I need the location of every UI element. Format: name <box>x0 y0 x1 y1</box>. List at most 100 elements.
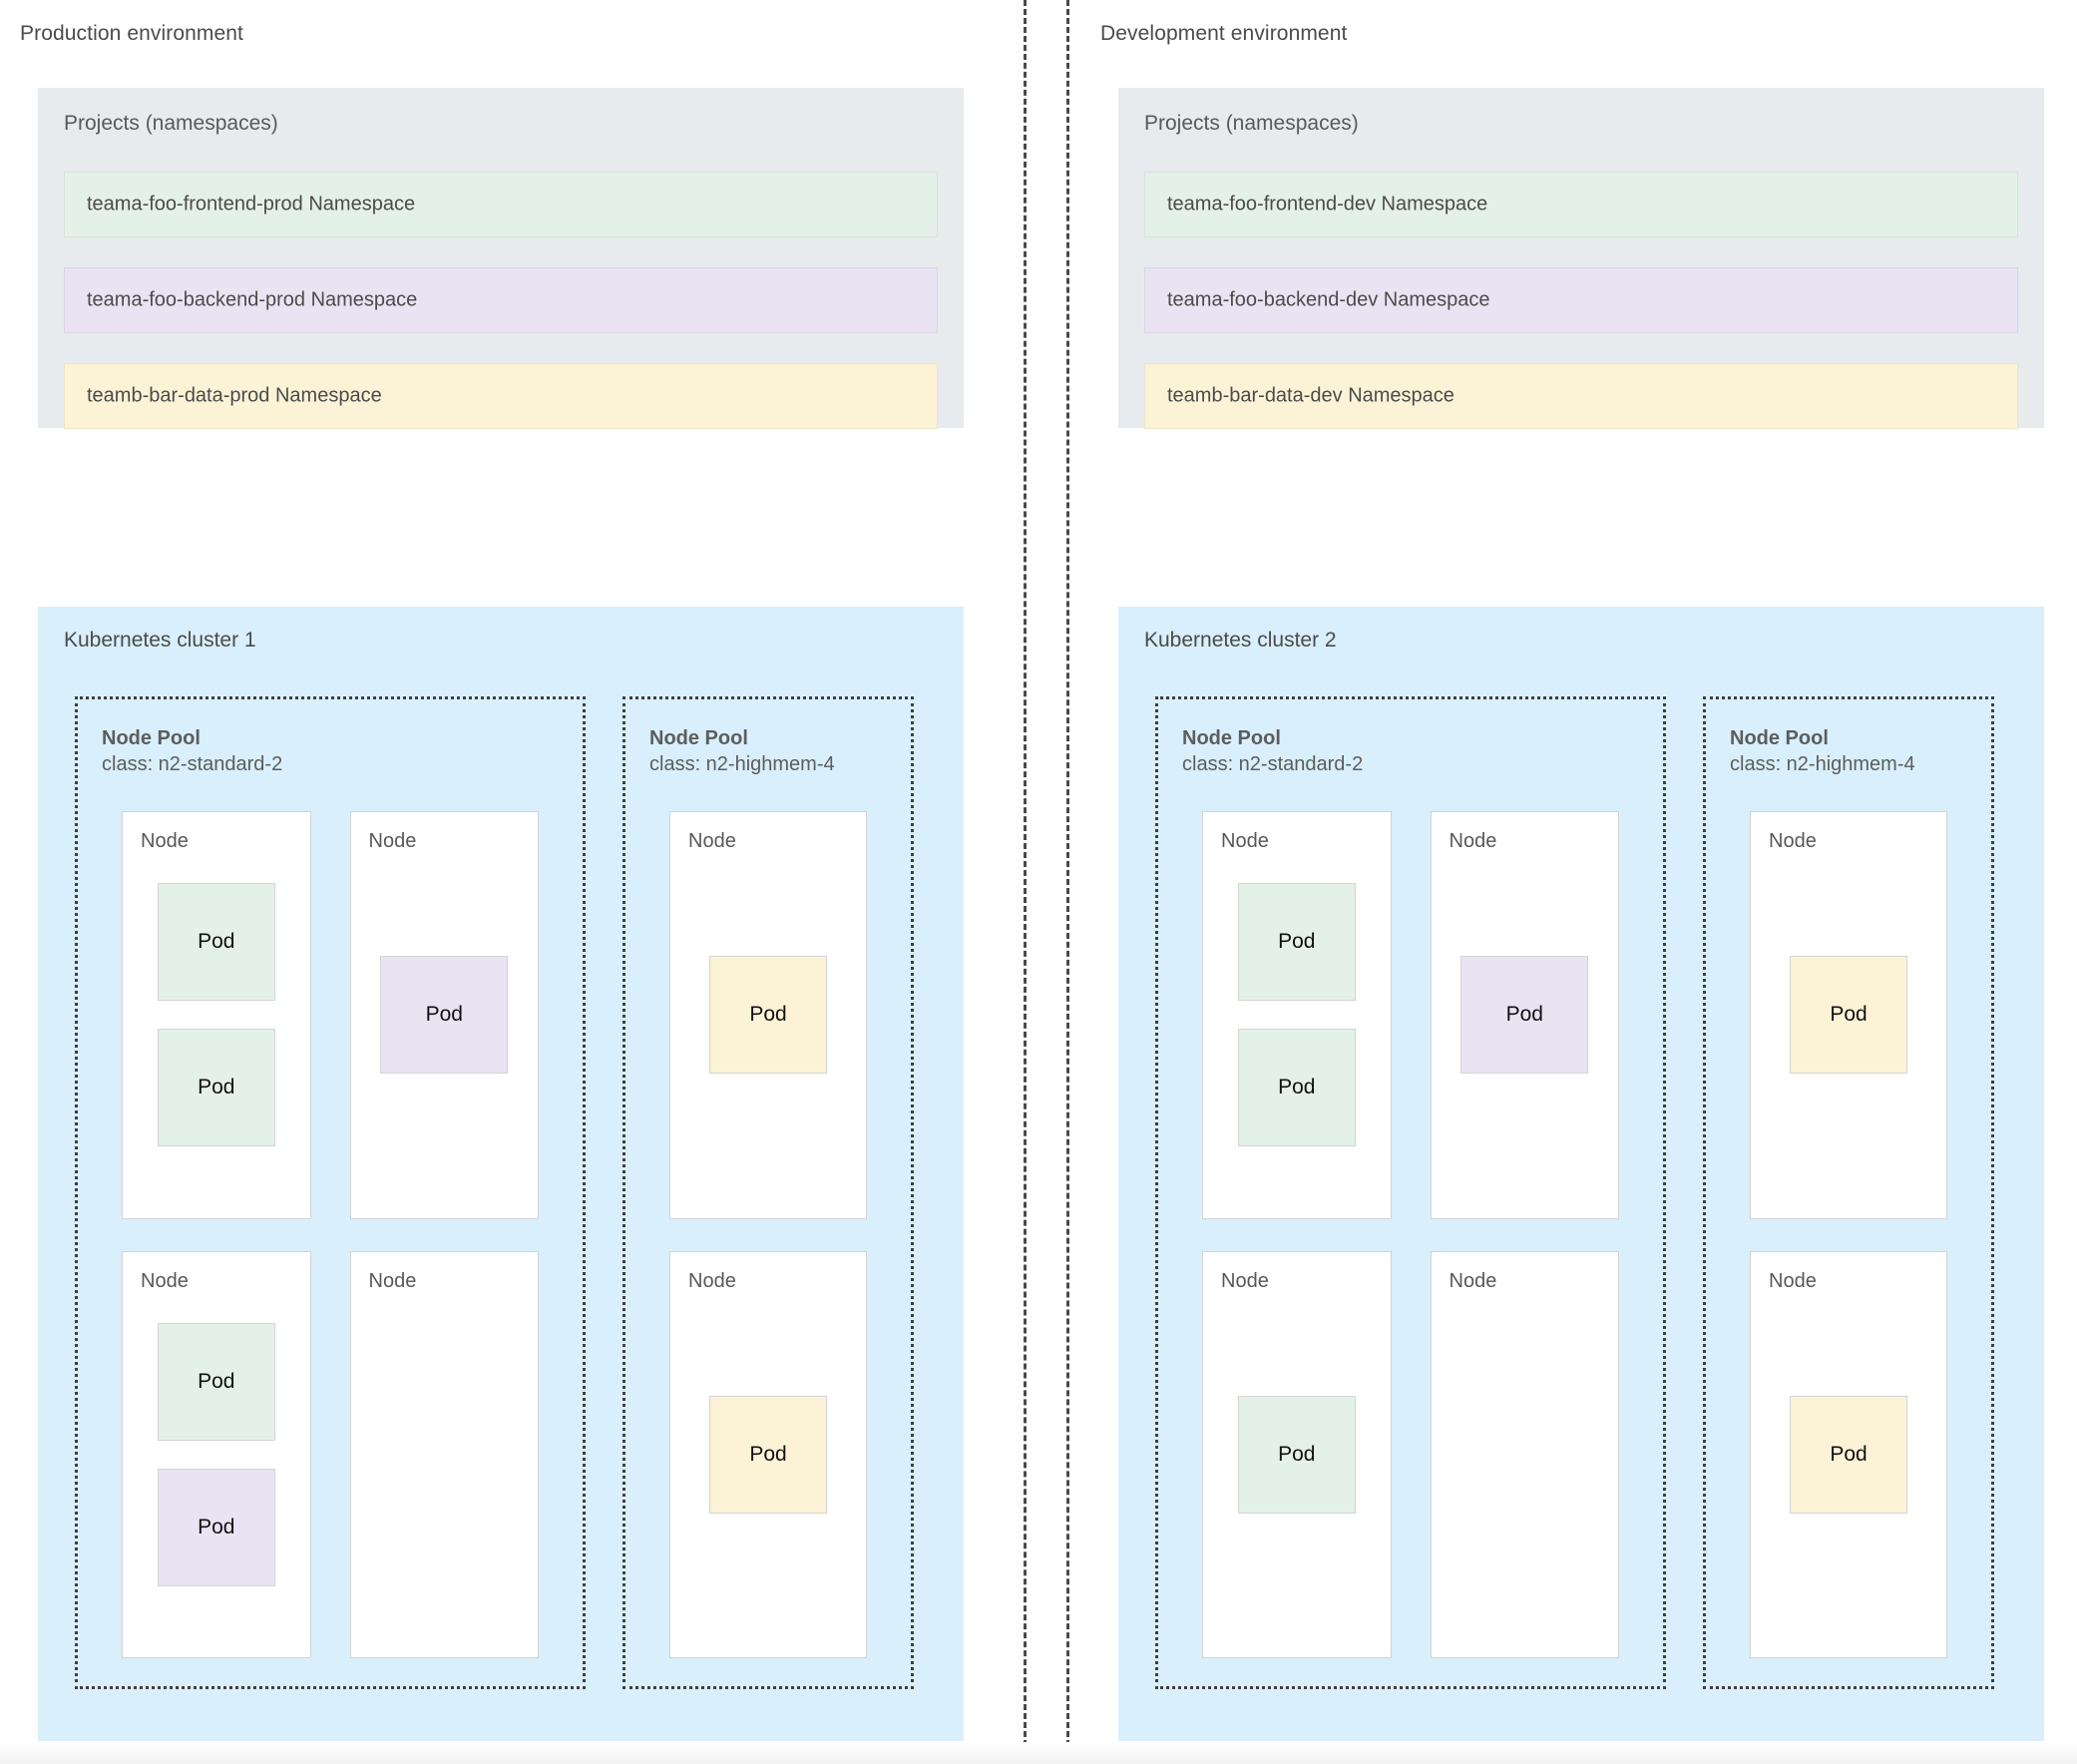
node-row: Node Pod Pod Node Pod <box>122 811 539 1219</box>
node-box[interactable]: Node Pod Pod <box>122 1250 311 1658</box>
pod[interactable]: Pod <box>157 1322 275 1441</box>
namespace-label: teamb-bar-data-dev Namespace <box>1167 384 1454 407</box>
pod[interactable]: Pod <box>157 1468 275 1586</box>
node-row: Node Pod Pod Node Pod <box>1202 811 1619 1219</box>
pod[interactable]: Pod <box>380 956 509 1075</box>
namespace-box[interactable]: teama-foo-frontend-dev Namespace <box>1144 172 2018 237</box>
environment-title: Development environment <box>1100 22 1348 45</box>
node-pool-header: Node Pool class: n2-highmem-4 <box>1730 725 1915 777</box>
node-grid: Node Pod Pod Node Pod <box>1202 811 1619 1658</box>
namespace-box[interactable]: teama-foo-backend-dev Namespace <box>1144 267 2018 333</box>
pod-stack <box>351 1252 539 1658</box>
environment-divider-line-right <box>1066 0 1069 1764</box>
node-grid: Node Pod Node Pod <box>669 811 867 1658</box>
pod[interactable]: Pod <box>1790 956 1907 1075</box>
namespace-box[interactable]: teamb-bar-data-prod Namespace <box>64 363 938 429</box>
pod[interactable]: Pod <box>1460 956 1589 1075</box>
pod[interactable]: Pod <box>1237 1395 1356 1514</box>
node-pool-header: Node Pool class: n2-standard-2 <box>1182 725 1363 777</box>
node-pool-class: class: n2-highmem-4 <box>649 753 835 775</box>
pod[interactable]: Pod <box>709 1395 827 1514</box>
namespace-box[interactable]: teama-foo-backend-prod Namespace <box>64 267 938 333</box>
node-pool-container: Node Pool class: n2-standard-2 Node Pod … <box>1155 696 2021 1689</box>
node-label: Node <box>368 1269 417 1292</box>
node-label: Node <box>368 830 417 852</box>
pod-stack: Pod <box>1751 1252 1946 1658</box>
node-label: Node <box>1769 830 1817 852</box>
pod[interactable]: Pod <box>709 956 827 1075</box>
pod-stack: Pod <box>670 812 866 1218</box>
node-box[interactable]: Node Pod <box>669 811 867 1219</box>
namespace-box[interactable]: teama-foo-frontend-prod Namespace <box>64 172 938 237</box>
page-bottom-edge <box>0 1742 2077 1764</box>
kubernetes-cluster-2: Kubernetes cluster 2 Node Pool class: n2… <box>1118 607 2044 1741</box>
node-pool-standard: Node Pool class: n2-standard-2 Node Pod … <box>1155 696 1666 1689</box>
node-row: Node Pod <box>1750 811 1947 1219</box>
node-box[interactable]: Node <box>349 1250 539 1658</box>
namespace-label: teama-foo-frontend-dev Namespace <box>1167 193 1488 216</box>
environment-divider-line-left <box>1024 0 1027 1764</box>
node-pool-highmem: Node Pool class: n2-highmem-4 Node Pod <box>1703 696 1994 1689</box>
node-box[interactable]: Node Pod <box>349 811 539 1219</box>
node-label: Node <box>141 1269 189 1292</box>
kubernetes-cluster-1: Kubernetes cluster 1 Node Pool class: n2… <box>38 607 964 1741</box>
node-box[interactable]: Node <box>1430 1250 1619 1658</box>
namespace-list: teama-foo-frontend-prod Namespace teama-… <box>64 172 938 429</box>
environment-title: Production environment <box>20 22 243 45</box>
pod-stack: Pod <box>670 1252 866 1658</box>
pod[interactable]: Pod <box>157 883 275 1002</box>
node-row: Node Pod <box>669 1250 867 1658</box>
projects-panel-production: Projects (namespaces) teama-foo-frontend… <box>38 88 964 429</box>
node-label: Node <box>1769 1269 1817 1292</box>
node-label: Node <box>1221 1269 1269 1292</box>
pod[interactable]: Pod <box>1237 1029 1356 1147</box>
pod-stack: Pod <box>1432 812 1619 1218</box>
namespace-label: teama-foo-backend-prod Namespace <box>87 288 418 311</box>
environment-production: Production environment Projects (namespa… <box>0 0 1002 1764</box>
node-box[interactable]: Node Pod <box>669 1250 867 1658</box>
pod-stack: Pod Pod <box>123 812 310 1218</box>
node-grid: Node Pod Pod Node Pod <box>122 811 539 1658</box>
node-row: Node Pod Node <box>1202 1250 1619 1658</box>
namespace-box[interactable]: teamb-bar-data-dev Namespace <box>1144 363 2018 429</box>
node-box[interactable]: Node Pod Pod <box>122 811 311 1219</box>
node-box[interactable]: Node Pod <box>1750 811 1947 1219</box>
projects-panel-title: Projects (namespaces) <box>1144 112 1359 135</box>
pod-stack: Pod <box>1203 1252 1391 1658</box>
pod-stack: Pod Pod <box>1203 812 1391 1218</box>
node-pool-class: class: n2-standard-2 <box>1182 753 1364 775</box>
node-pool-header: Node Pool class: n2-highmem-4 <box>649 725 835 777</box>
namespace-label: teamb-bar-data-prod Namespace <box>87 384 382 407</box>
node-label: Node <box>141 830 189 852</box>
node-box[interactable]: Node Pod <box>1750 1250 1947 1658</box>
projects-panel-title: Projects (namespaces) <box>64 112 278 135</box>
node-label: Node <box>1221 830 1269 852</box>
node-pool-header: Node Pool class: n2-standard-2 <box>102 725 282 777</box>
node-box[interactable]: Node Pod Pod <box>1202 811 1392 1219</box>
node-box[interactable]: Node Pod <box>1430 811 1619 1219</box>
node-label: Node <box>1449 1269 1497 1292</box>
pod-stack <box>1432 1252 1619 1658</box>
node-pool-highmem: Node Pool class: n2-highmem-4 Node Pod <box>623 696 914 1689</box>
cluster-title: Kubernetes cluster 1 <box>64 629 256 652</box>
node-pool-name: Node Pool <box>1182 727 1281 749</box>
pod-stack: Pod <box>1751 812 1946 1218</box>
pod[interactable]: Pod <box>1790 1395 1907 1514</box>
cluster-title: Kubernetes cluster 2 <box>1144 629 1337 652</box>
projects-panel-development: Projects (namespaces) teama-foo-frontend… <box>1118 88 2044 429</box>
node-pool-standard: Node Pool class: n2-standard-2 Node Pod … <box>75 696 586 1689</box>
node-row: Node Pod <box>669 811 867 1219</box>
node-label: Node <box>688 1269 736 1292</box>
node-pool-name: Node Pool <box>1730 727 1829 749</box>
node-pool-container: Node Pool class: n2-standard-2 Node Pod … <box>75 696 941 1689</box>
node-pool-name: Node Pool <box>102 727 201 749</box>
node-grid: Node Pod Node Pod <box>1750 811 1947 1658</box>
node-pool-class: class: n2-highmem-4 <box>1730 753 1915 775</box>
pod[interactable]: Pod <box>1237 883 1356 1002</box>
pod-stack: Pod <box>351 812 539 1218</box>
pod[interactable]: Pod <box>157 1029 275 1147</box>
node-pool-class: class: n2-standard-2 <box>102 753 283 775</box>
node-row: Node Pod <box>1750 1250 1947 1658</box>
node-box[interactable]: Node Pod <box>1202 1250 1392 1658</box>
